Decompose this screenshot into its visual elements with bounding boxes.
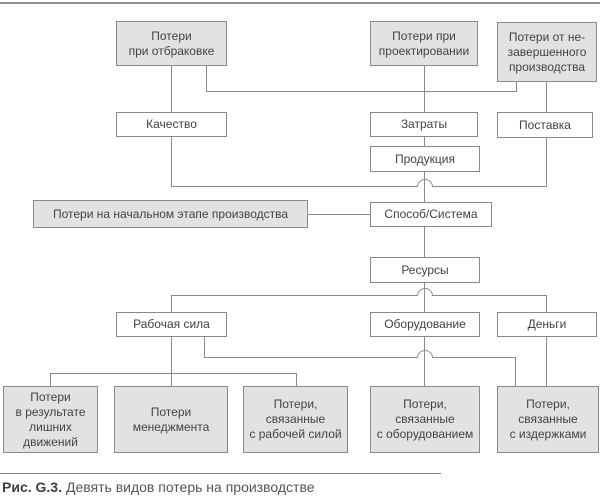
connector-delivery-bus2 bbox=[546, 137, 547, 186]
node-quality: Качество bbox=[116, 112, 227, 137]
node-loss-initial-stage: Потери на начальном этапе производства bbox=[33, 200, 308, 228]
node-label: Затраты bbox=[400, 117, 448, 131]
node-label: Потери при отбраковке bbox=[128, 28, 215, 58]
node-loss-rejection: Потери при отбраковке bbox=[116, 21, 227, 66]
connector-bus5-losslabor bbox=[296, 373, 297, 386]
node-label: Потери при проектировании bbox=[378, 28, 470, 58]
connector-initial-method bbox=[308, 214, 370, 215]
connector-bus3-right bbox=[433, 295, 547, 296]
caption-text: Девять видов потерь на производстве bbox=[65, 479, 315, 495]
connector-costs-products bbox=[424, 137, 425, 146]
node-label: Потери в результате лишних движений bbox=[15, 389, 86, 449]
node-label: Потери, связанные с рабочей силой bbox=[249, 397, 342, 441]
node-label: Рабочая сила bbox=[133, 317, 210, 331]
caption-number: Рис. G.3. bbox=[2, 479, 62, 495]
node-labor: Рабочая сила bbox=[116, 312, 227, 337]
node-delivery: Поставка bbox=[497, 112, 593, 138]
connector-bus4-right bbox=[433, 357, 516, 358]
node-loss-costs: Потери, связанные с издержками bbox=[497, 386, 599, 453]
connector-bus1 bbox=[206, 91, 517, 92]
line-hop-bus2 bbox=[417, 179, 433, 187]
node-costs: Затраты bbox=[370, 112, 478, 137]
node-label: Потери менеджмента bbox=[132, 404, 210, 434]
connector-equipment-lossequipment bbox=[424, 337, 425, 386]
connector-money-losscosts bbox=[546, 337, 547, 386]
connector-bus1-wip bbox=[516, 82, 517, 92]
connector-wip-delivery bbox=[546, 82, 547, 112]
node-method-system: Способ/Система bbox=[370, 202, 492, 227]
connector-bus3-left bbox=[171, 295, 417, 296]
node-label: Потери, связанные с оборудованием bbox=[376, 397, 474, 441]
node-products: Продукция bbox=[370, 146, 480, 172]
figure-caption: Рис. G.3.Девять видов потерь на производ… bbox=[2, 478, 592, 496]
connector-quality-bus2 bbox=[171, 137, 172, 186]
connector-method-resources bbox=[424, 227, 425, 257]
node-label: Потери на начальном этапе производства bbox=[52, 206, 289, 221]
connector-bus5 bbox=[50, 373, 297, 374]
node-loss-wip: Потери от не- завершенного производства bbox=[497, 22, 597, 82]
connector-bus4-left bbox=[204, 357, 417, 358]
node-label: Оборудование bbox=[384, 317, 466, 331]
node-money: Деньги bbox=[497, 312, 597, 337]
node-label: Продукция bbox=[394, 151, 456, 166]
connector-resources-equipment bbox=[424, 283, 425, 312]
connector-labor-bus4 bbox=[204, 337, 205, 357]
node-loss-management: Потери менеджмента bbox=[114, 386, 228, 453]
connector-bus3-money bbox=[546, 295, 547, 312]
node-label: Деньги bbox=[527, 317, 567, 331]
node-label: Качество bbox=[146, 117, 197, 131]
node-label: Поставка bbox=[519, 117, 571, 132]
node-equipment: Оборудование bbox=[370, 312, 480, 337]
connector-rejection-bus1 bbox=[206, 66, 207, 92]
line-hop-bus3 bbox=[417, 288, 433, 296]
connector-rejection-quality bbox=[171, 66, 172, 112]
connector-design-costs bbox=[424, 66, 425, 112]
connector-labor-management bbox=[171, 337, 172, 386]
node-label: Ресурсы bbox=[401, 262, 449, 277]
top-rule bbox=[0, 2, 600, 4]
connector-bus4-losscosts bbox=[515, 357, 516, 386]
connector-products-method bbox=[424, 172, 425, 202]
node-loss-motion: Потери в результате лишних движений bbox=[3, 386, 98, 453]
connector-bus2-right bbox=[433, 186, 547, 187]
node-label: Способ/Система bbox=[384, 207, 478, 221]
node-resources: Ресурсы bbox=[370, 257, 480, 283]
connector-bus2-left bbox=[171, 186, 417, 187]
line-hop-bus4 bbox=[417, 350, 433, 358]
node-loss-design: Потери при проектировании bbox=[370, 21, 478, 66]
caption-rule bbox=[0, 473, 441, 474]
node-loss-labor: Потери, связанные с рабочей силой bbox=[243, 386, 348, 453]
connector-bus3-labor bbox=[171, 295, 172, 312]
connector-bus5-motion bbox=[50, 373, 51, 386]
node-loss-equipment: Потери, связанные с оборудованием bbox=[370, 386, 480, 453]
node-label: Потери, связанные с издержками bbox=[509, 397, 587, 441]
node-label: Потери от не- завершенного производства bbox=[507, 29, 587, 74]
